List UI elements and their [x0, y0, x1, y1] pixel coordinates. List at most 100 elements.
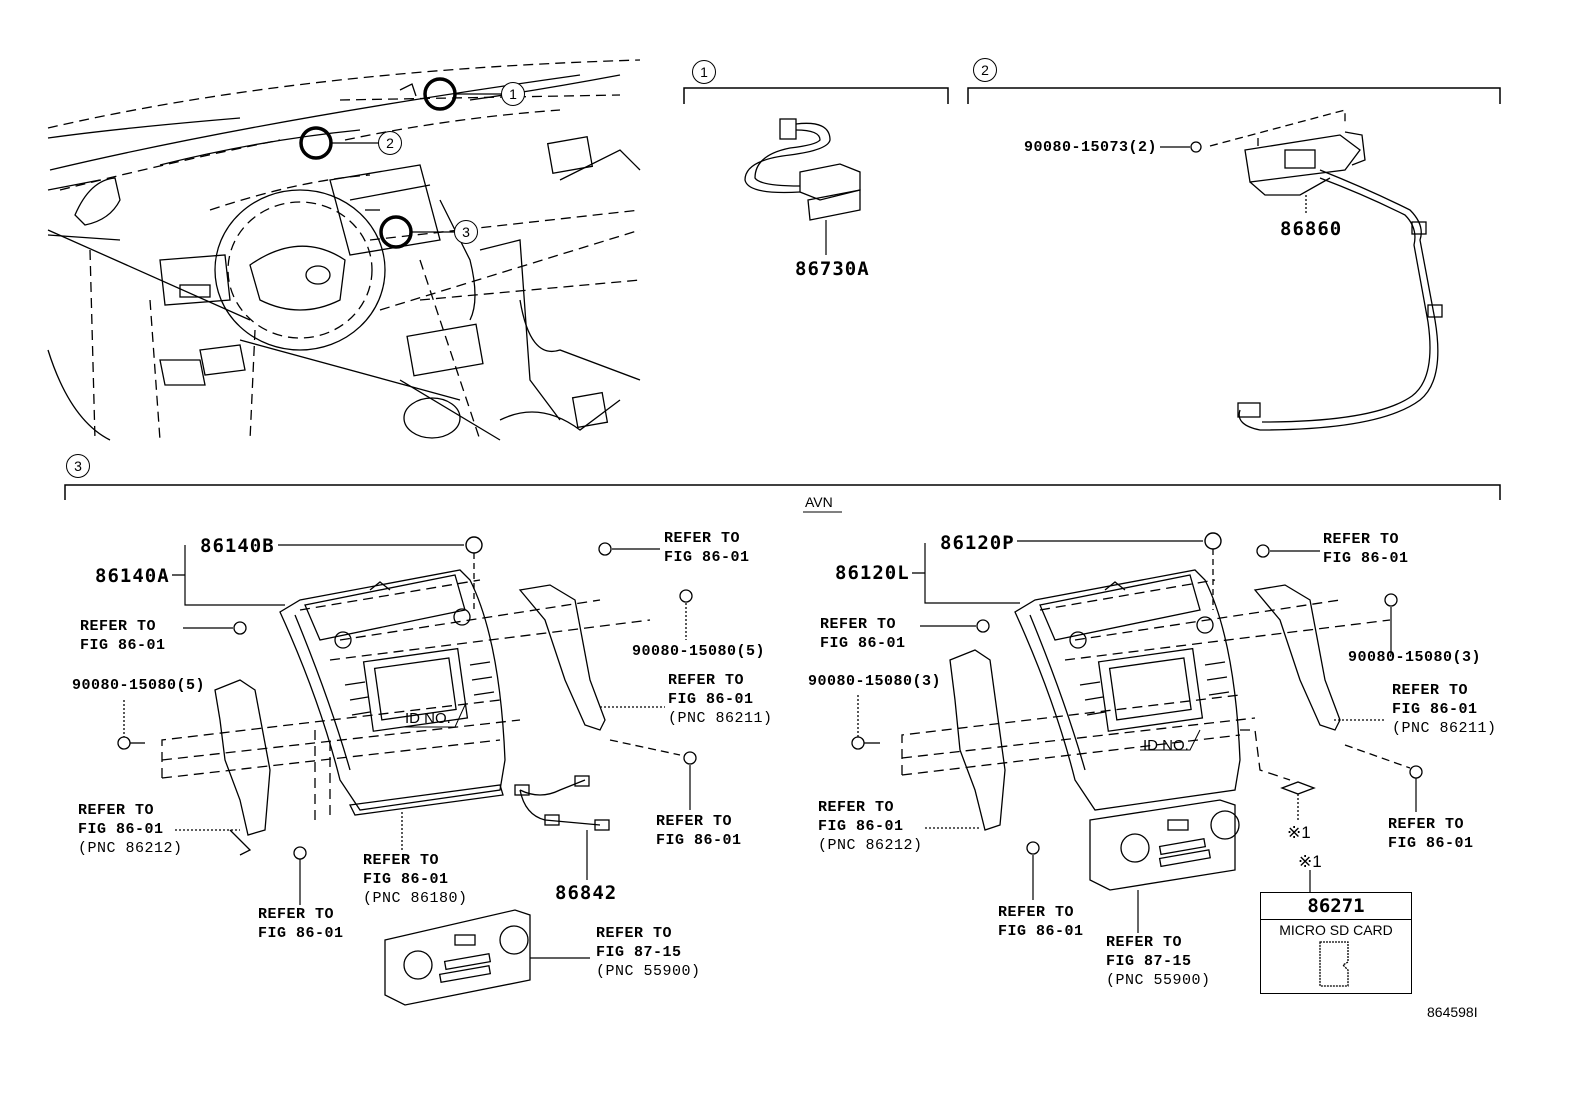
- part-86860[interactable]: 86860: [1280, 218, 1343, 240]
- right-id-number-label: ID NO.: [1143, 737, 1189, 754]
- micro-sd-card-box[interactable]: 86271 MICRO SD CARD: [1260, 892, 1412, 994]
- right-climate-panel-drawing: [1089, 799, 1240, 891]
- right-right-bolt-90080-15080[interactable]: 90080-15080(3): [1348, 649, 1482, 666]
- part-86120L[interactable]: 86120L: [835, 562, 910, 584]
- section-1-callout: 1: [692, 60, 716, 84]
- left-bolt-90080-15080[interactable]: 90080-15080(5): [72, 677, 206, 694]
- ref-line: (PNC 55900): [596, 963, 701, 980]
- ref-line: REFER TO: [656, 813, 733, 830]
- overview-ring-3: [379, 215, 413, 249]
- ref-line: FIG 86-01: [363, 871, 449, 888]
- ref-line: (PNC 86212): [78, 840, 183, 857]
- right-top-screw-ref[interactable]: REFER TO FIG 86-01: [820, 615, 906, 653]
- right-bracket-86211-ref[interactable]: REFER TO FIG 86-01 (PNC 86211): [1392, 681, 1497, 738]
- ref-line: FIG 86-01: [818, 818, 904, 835]
- ref-line: FIG 86-01: [820, 635, 906, 652]
- overview-callout-2[interactable]: 2: [378, 131, 402, 155]
- figure-id: 864598I: [1427, 1004, 1478, 1020]
- ref-line: FIG 86-01: [1392, 701, 1478, 718]
- ref-line: FIG 86-01: [656, 832, 742, 849]
- section-3-bracket: [64, 484, 1501, 500]
- ref-line: FIG 86-01: [664, 549, 750, 566]
- antenna-module-drawing: [744, 118, 861, 221]
- left-lower-screw: [293, 846, 307, 860]
- left-head-unit-drawing: [279, 569, 506, 811]
- section-1-bracket: [683, 87, 949, 104]
- right-lower-screw-ref[interactable]: REFER TO FIG 86-01: [998, 903, 1084, 941]
- ref-line: REFER TO: [78, 802, 155, 819]
- part-86271: 86271: [1261, 893, 1411, 920]
- left-right-lower-screw-ref[interactable]: REFER TO FIG 86-01: [656, 812, 742, 850]
- left-bracket-86212-ref[interactable]: REFER TO FIG 86-01 (PNC 86212): [78, 801, 183, 858]
- left-bracket-drawing: [214, 679, 271, 836]
- ref-line: REFER TO: [596, 925, 673, 942]
- note-mark-1: ※1: [1287, 823, 1311, 842]
- left-top-screw: [233, 621, 247, 635]
- ref-line: REFER TO: [80, 618, 157, 635]
- right-right-lower-screw-ref[interactable]: REFER TO FIG 86-01: [1388, 815, 1474, 853]
- left-top-screw-ref[interactable]: REFER TO FIG 86-01: [80, 617, 166, 655]
- right-bolt-90080-15080[interactable]: 90080-15080(3): [808, 673, 942, 690]
- screw-90080-15073[interactable]: 90080-15073(2): [1024, 139, 1158, 156]
- right-head-unit-drawing: [1014, 569, 1241, 811]
- overview-ring-2: [299, 126, 333, 160]
- sd-note-mark: ※1: [1298, 852, 1322, 871]
- micro-sd-card-label: MICRO SD CARD: [1279, 922, 1393, 938]
- ref-line: (PNC 86212): [818, 837, 923, 854]
- right-bracket-86212-ref[interactable]: REFER TO FIG 86-01 (PNC 86212): [818, 798, 923, 855]
- ref-line: REFER TO: [1106, 934, 1183, 951]
- part-86730A[interactable]: 86730A: [795, 258, 870, 280]
- micro-sd-card-icon: [1319, 941, 1349, 987]
- left-id-number-label: ID NO.: [405, 710, 451, 727]
- ref-line: FIG 86-01: [258, 925, 344, 942]
- left-climate-panel-drawing: [384, 909, 531, 1006]
- right-climate-panel-ref[interactable]: REFER TO FIG 87-15 (PNC 55900): [1106, 933, 1211, 990]
- ref-line: REFER TO: [818, 799, 895, 816]
- ref-line: REFER TO: [1323, 531, 1400, 548]
- ref-line: FIG 86-01: [1323, 550, 1409, 567]
- right-right-bracket-drawing: [1253, 584, 1341, 731]
- left-lower-screw-ref[interactable]: REFER TO FIG 86-01: [258, 905, 344, 943]
- ref-line: (PNC 86180): [363, 890, 468, 907]
- part-86140B[interactable]: 86140B: [200, 535, 275, 557]
- ref-line: FIG 86-01: [668, 691, 754, 708]
- right-right-top-screw-ref[interactable]: REFER TO FIG 86-01: [1323, 530, 1409, 568]
- ref-line: REFER TO: [668, 672, 745, 689]
- part-86140A[interactable]: 86140A: [95, 565, 170, 587]
- bottom-bracket-drawing: [349, 784, 504, 816]
- ref-line: FIG 87-15: [1106, 953, 1192, 970]
- avn-group-title: AVN: [805, 494, 833, 510]
- section-2-callout: 2: [973, 58, 997, 82]
- ref-line: (PNC 86211): [668, 710, 773, 727]
- ref-line: FIG 87-15: [596, 944, 682, 961]
- left-cap-drawing: [465, 536, 483, 554]
- harness-86842-drawing: [519, 779, 601, 826]
- left-bolt: [117, 736, 131, 750]
- overview-callout-3[interactable]: 3: [454, 220, 478, 244]
- bottom-bracket-86180-ref[interactable]: REFER TO FIG 86-01 (PNC 86180): [363, 851, 468, 908]
- ref-line: FIG 86-01: [1388, 835, 1474, 852]
- ref-line: FIG 86-01: [78, 821, 164, 838]
- ref-line: REFER TO: [1388, 816, 1465, 833]
- ref-line: REFER TO: [998, 904, 1075, 921]
- left-right-bolt-90080-15080[interactable]: 90080-15080(5): [632, 643, 766, 660]
- left-bracket-86211-ref[interactable]: REFER TO FIG 86-01 (PNC 86211): [668, 671, 773, 728]
- ref-line: REFER TO: [664, 530, 741, 547]
- ref-line: FIG 86-01: [998, 923, 1084, 940]
- ref-line: REFER TO: [820, 616, 897, 633]
- right-left-bracket-drawing: [949, 649, 1006, 831]
- left-right-bracket-drawing: [518, 584, 606, 731]
- left-climate-panel-ref[interactable]: REFER TO FIG 87-15 (PNC 55900): [596, 924, 701, 981]
- part-86842[interactable]: 86842: [555, 882, 618, 904]
- ref-line: REFER TO: [258, 906, 335, 923]
- overview-callout-1[interactable]: 1: [501, 82, 525, 106]
- dashboard-overview-drawing: [47, 59, 641, 441]
- ref-line: REFER TO: [363, 852, 440, 869]
- ref-line: (PNC 86211): [1392, 720, 1497, 737]
- left-right-top-screw-ref[interactable]: REFER TO FIG 86-01: [664, 529, 750, 567]
- mic-unit-drawing: [1237, 131, 1443, 431]
- ref-line: FIG 86-01: [80, 637, 166, 654]
- part-86120P[interactable]: 86120P: [940, 532, 1015, 554]
- section-3-callout: 3: [66, 454, 90, 478]
